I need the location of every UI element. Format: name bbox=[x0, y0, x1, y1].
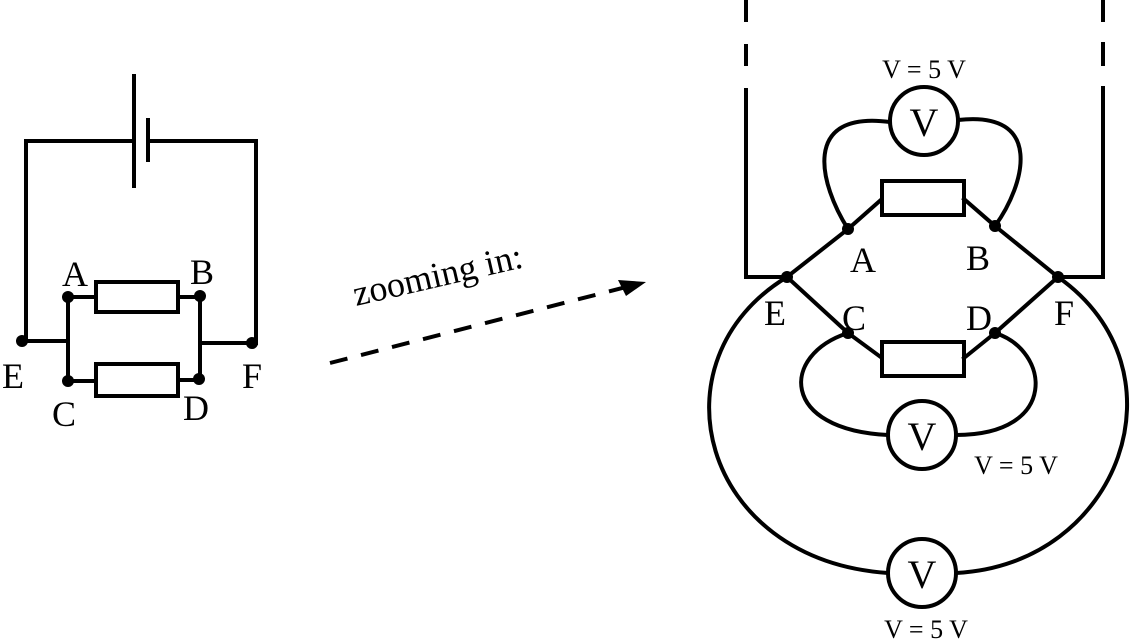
right-node-d bbox=[989, 327, 1001, 339]
right-resistor-ab bbox=[880, 179, 966, 217]
voltmeter-top-lead-left bbox=[822, 118, 891, 231]
right-node-e bbox=[781, 271, 793, 283]
wire-e-c bbox=[784, 274, 851, 336]
right-label-f: F bbox=[1054, 293, 1074, 333]
battery-icon bbox=[132, 74, 150, 188]
voltmeter-top-symbol: V bbox=[910, 100, 939, 145]
voltmeter-mid-icon bbox=[886, 399, 958, 471]
right-node-f bbox=[1052, 271, 1064, 283]
voltmeter-mid-lead-right bbox=[955, 331, 1038, 437]
left-node-f bbox=[246, 337, 258, 349]
left-circuit: A B C D E F bbox=[2, 74, 262, 434]
left-resistor-cd bbox=[94, 362, 180, 398]
left-node-e bbox=[16, 335, 28, 347]
voltmeter-mid-lead-left bbox=[799, 331, 889, 437]
voltmeter-bottom-symbol: V bbox=[908, 552, 937, 597]
voltmeter-bottom-icon bbox=[886, 537, 958, 609]
voltmeter-bottom-lead-left bbox=[707, 275, 889, 575]
wire-a-res1 bbox=[845, 196, 885, 232]
voltmeter-bottom-reading: V = 5 V bbox=[884, 615, 968, 640]
left-label-f: F bbox=[242, 356, 262, 396]
right-lead-right bbox=[1056, 86, 1105, 279]
right-label-a: A bbox=[850, 240, 876, 280]
right-label-e: E bbox=[764, 293, 786, 333]
left-node-d bbox=[193, 373, 205, 385]
voltmeter-top-icon bbox=[888, 85, 960, 157]
right-label-b: B bbox=[966, 238, 990, 278]
left-label-d: D bbox=[183, 388, 209, 428]
zoom-label: zooming in: bbox=[349, 236, 527, 314]
zoom-arrow-head-icon bbox=[618, 280, 646, 296]
voltmeter-top-lead-right bbox=[957, 117, 1023, 228]
wire-d-f bbox=[992, 274, 1061, 336]
zoom-arrow-line bbox=[329, 284, 631, 365]
wire-c-res2 bbox=[845, 330, 885, 361]
wire-res2-d bbox=[961, 330, 998, 361]
wire-e-a bbox=[784, 226, 851, 280]
right-label-c: C bbox=[842, 298, 866, 338]
left-label-b: B bbox=[190, 252, 214, 292]
left-node-a bbox=[62, 291, 74, 303]
right-lead-left bbox=[744, 88, 789, 279]
left-node-b bbox=[194, 290, 206, 302]
left-label-c: C bbox=[52, 394, 76, 434]
left-label-e: E bbox=[2, 356, 24, 396]
right-circuit: V V = 5 V V V = 5 V V V = 5 V A B C D E … bbox=[707, 0, 1129, 640]
voltmeter-top-reading: V = 5 V bbox=[882, 55, 966, 84]
wire-b-f bbox=[992, 223, 1061, 280]
right-resistor-cd bbox=[880, 340, 966, 378]
left-node-c bbox=[62, 375, 74, 387]
left-label-a: A bbox=[62, 254, 88, 294]
voltmeter-mid-reading: V = 5 V bbox=[974, 451, 1058, 480]
right-node-a bbox=[842, 223, 854, 235]
right-label-d: D bbox=[966, 298, 992, 338]
zoom-annotation: zooming in: bbox=[329, 236, 646, 365]
right-node-c bbox=[842, 327, 854, 339]
right-node-b bbox=[989, 220, 1001, 232]
voltmeter-mid-symbol: V bbox=[908, 414, 937, 459]
left-resistor-ab bbox=[94, 280, 180, 314]
wire-res1-b bbox=[961, 196, 998, 229]
voltmeter-bottom-lead-right bbox=[955, 275, 1129, 575]
